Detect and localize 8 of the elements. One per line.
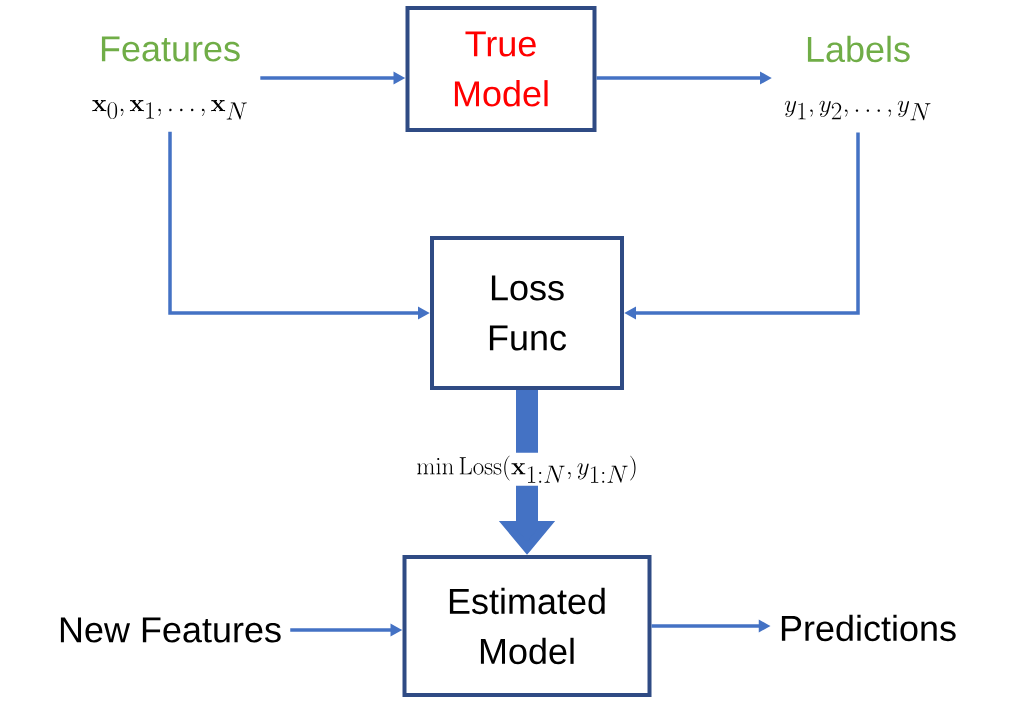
feature-list: Features $\mathbf{x}_0, \mathbf{x}_1, \ldots, \mathbf{x}_N$ <box>92 36 247 120</box>
output-label: Predictions <box>781 614 956 642</box>
input-label: New Features <box>60 617 281 643</box>
label-list: Labels $y_1, y_2, \ldots, y_N$ <box>784 35 931 121</box>
process-box: Loss Func <box>430 236 624 390</box>
edge-label: $\min \mathrm{Loss}(\mathbf{x}_{1:N}, y_{1:N})$ <box>413 452 641 486</box>
model-box: Estimated Model <box>402 555 652 697</box>
model-box: True Model <box>405 6 597 132</box>
